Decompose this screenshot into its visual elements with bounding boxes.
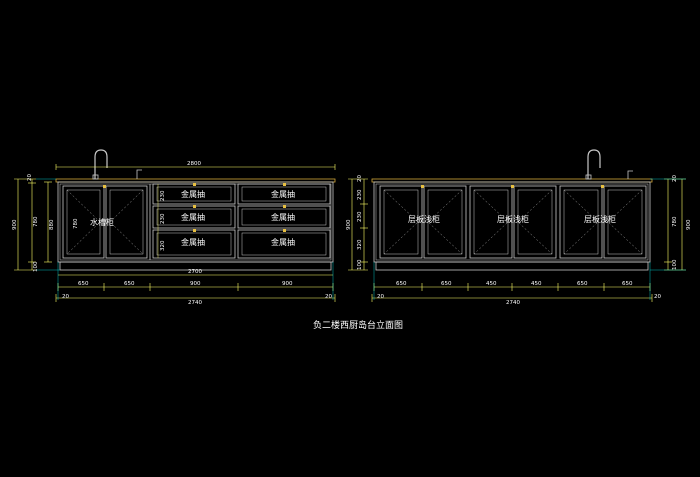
left-elevation: [55, 149, 336, 271]
right-countertop: [371, 178, 653, 183]
left-total-dim: 2740: [188, 300, 202, 306]
left-end-offset: 20: [62, 294, 69, 300]
left-segment-dim: 650: [78, 281, 89, 287]
sink-cabinet-label: 水槽柜: [90, 217, 114, 227]
right-segment-dim: 650: [622, 281, 633, 287]
knob-icon: [283, 205, 286, 208]
right-door-4: [513, 185, 557, 259]
right-soap-dispenser-icon: [627, 170, 633, 179]
left-height-dim: 20: [27, 174, 33, 181]
right-extension-lines: [373, 178, 686, 300]
drawer-label: 金属抽: [181, 212, 205, 222]
left-faucet-icon: [94, 149, 108, 179]
drawer-label: 金属抽: [271, 212, 295, 222]
knob-icon: [283, 229, 286, 232]
right-elevation: [371, 149, 653, 271]
knob-icon: [421, 185, 424, 188]
knob-icon: [601, 185, 604, 188]
left-top-dimension: 2800: [187, 161, 201, 167]
right-plinth: [375, 261, 649, 271]
left-sink-height: 780: [73, 218, 79, 229]
knob-icon: [193, 229, 196, 232]
right-dimensions: [348, 178, 686, 302]
left-inner-dim: 230: [160, 213, 166, 224]
shelf-cabinet-label: 层板浅柜: [584, 214, 616, 224]
knob-icon: [283, 183, 286, 186]
right-segment-dim: 650: [396, 281, 407, 287]
drawer-label: 金属抽: [181, 237, 205, 247]
left-countertop: [55, 178, 336, 183]
left-segment-dim: 900: [282, 281, 293, 287]
right-hardware: [421, 185, 604, 188]
right-side-height-dim: 780: [672, 216, 678, 227]
right-door-2: [423, 185, 467, 259]
left-plinth: [59, 261, 332, 271]
left-end-offset: 20: [325, 294, 332, 300]
knob-icon: [511, 185, 514, 188]
shelf-cabinet-label: 层板浅柜: [497, 214, 529, 224]
left-segment-dim: 900: [190, 281, 201, 287]
left-sink-door-1: [62, 185, 105, 259]
right-faucet-icon: [587, 149, 601, 179]
right-segment-dim: 450: [531, 281, 542, 287]
knob-icon: [193, 183, 196, 186]
left-height-dim: 780: [33, 216, 39, 227]
drawing-title: 负二楼西厨岛台立面图: [313, 319, 403, 331]
left-height-dim: 100: [33, 261, 39, 272]
drawer-label: 金属抽: [181, 189, 205, 199]
right-door-1: [379, 185, 423, 259]
right-height-dim: 320: [357, 239, 363, 250]
left-height-dim: 900: [12, 219, 18, 230]
right-height-dim: 230: [357, 211, 363, 222]
left-overall-width: 2700: [188, 269, 202, 275]
knob-icon: [193, 205, 196, 208]
right-end-offset: 20: [377, 294, 384, 300]
right-segment-dim: 650: [577, 281, 588, 287]
left-inner-dim: 320: [160, 240, 166, 251]
left-soap-dispenser-icon: [136, 169, 142, 179]
left-extension-lines: [36, 178, 334, 300]
right-segment-dim: 650: [441, 281, 452, 287]
right-side-height-dim: 20: [672, 175, 678, 182]
shelf-cabinet-label: 层板浅柜: [408, 214, 440, 224]
left-inner-height: 880: [49, 219, 55, 230]
right-side-height-dim: 900: [686, 219, 692, 230]
right-height-dim: 230: [357, 189, 363, 200]
left-hardware: [103, 183, 286, 232]
left-inner-dim: 230: [160, 190, 166, 201]
right-segment-dim: 450: [486, 281, 497, 287]
right-door-6: [603, 185, 647, 259]
right-door-5: [559, 185, 603, 259]
left-sink-door-2: [105, 185, 148, 259]
left-segment-dim: 650: [124, 281, 135, 287]
knob-icon: [103, 185, 106, 188]
right-height-dim: 20: [357, 175, 363, 182]
right-height-dim: 900: [346, 219, 352, 230]
right-door-3: [469, 185, 513, 259]
right-height-dim: 100: [357, 259, 363, 270]
right-end-offset: 20: [654, 294, 661, 300]
right-total-dim: 2740: [506, 300, 520, 306]
drawer-label: 金属抽: [271, 237, 295, 247]
right-side-height-dim: 100: [672, 259, 678, 270]
drawer-label: 金属抽: [271, 189, 295, 199]
